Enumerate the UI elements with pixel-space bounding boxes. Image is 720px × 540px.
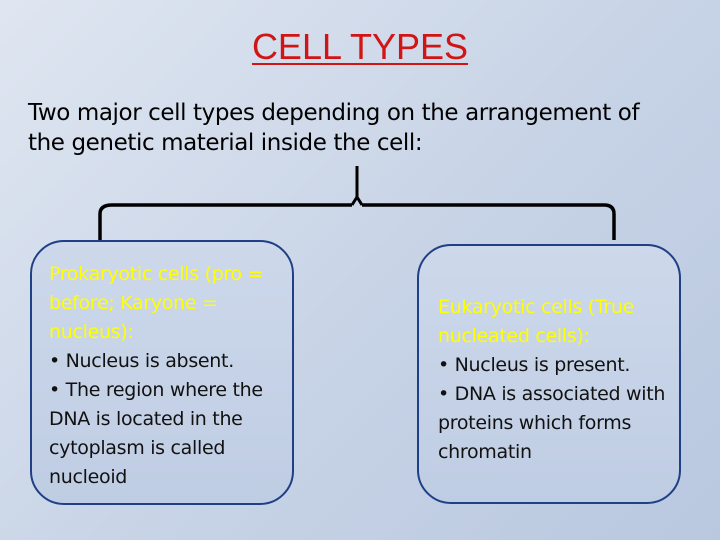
bracket-stem xyxy=(350,166,364,206)
intro-text: Two major cell types depending on the ar… xyxy=(28,100,640,156)
eukaryotic-box: Eukaryotic cells (True nucleated cells):… xyxy=(417,244,681,504)
slide-title: CELL TYPES xyxy=(251,26,469,67)
prokaryotic-box: Prokaryotic cells (pro = before; Karyone… xyxy=(30,240,294,505)
prokaryotic-bullet: • Nucleus is absent. xyxy=(49,350,234,372)
eukaryotic-heading: Eukaryotic cells (True nucleated cells): xyxy=(438,296,635,347)
eukaryotic-bullet: • Nucleus is present. xyxy=(438,354,631,376)
bracket-bar xyxy=(98,203,616,242)
prokaryotic-bullet: • The region where the DNA is located in… xyxy=(49,379,263,488)
prokaryotic-heading: Prokaryotic cells (pro = before; Karyone… xyxy=(49,263,264,343)
eukaryotic-bullet: • DNA is associated with proteins which … xyxy=(438,383,666,463)
